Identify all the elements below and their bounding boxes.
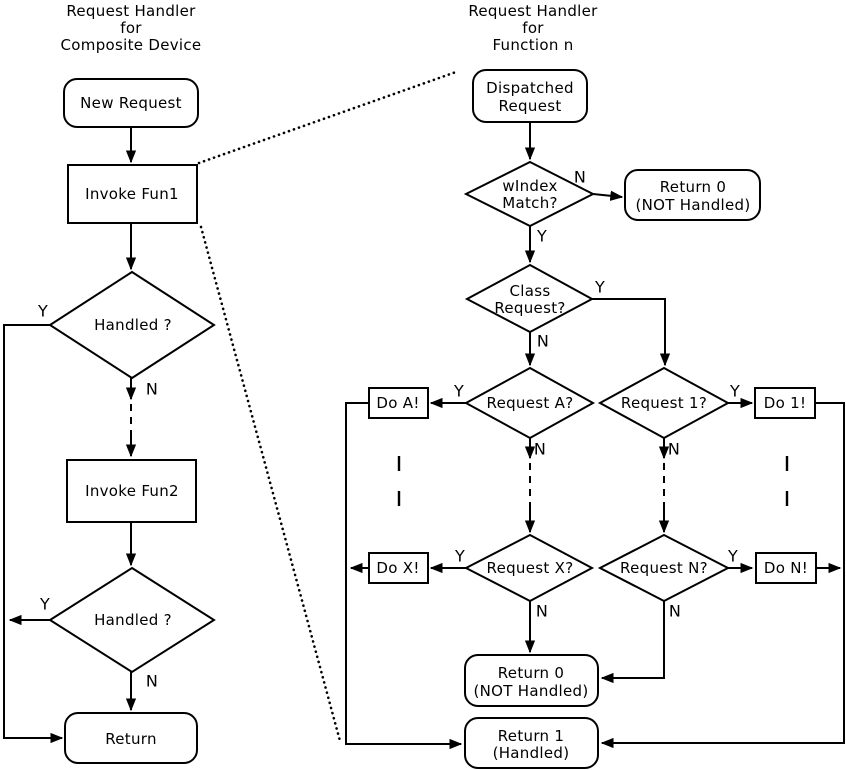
return0-top-node [624, 169, 761, 221]
left-title-line1: Request Handler [66, 2, 196, 20]
class-yes-label: Y [594, 278, 605, 297]
request-n-label: Request N? [620, 559, 708, 577]
request-a-no-label: N [534, 440, 546, 459]
right-title-line2: for [522, 19, 544, 37]
edge-class-yes-to-request1 [592, 298, 671, 367]
do-1-node [754, 387, 816, 419]
left-title-line3: Composite Device [61, 36, 202, 54]
windex-match-label-line1: wIndex [502, 177, 557, 195]
return0-bottom-label-line1: Return 0 [498, 664, 565, 682]
request-n-no-label: N [669, 602, 681, 621]
expansion-connectors [197, 70, 458, 743]
dotted-connector-bottom [199, 225, 342, 743]
return-label: Return [105, 730, 157, 748]
dispatched-request-label-line1: Dispatched [486, 79, 574, 97]
right-title-line1: Request Handler [468, 2, 598, 20]
return0-top-label-line2: (NOT Handled) [636, 196, 751, 214]
windex-no-label: N [574, 168, 586, 187]
invoke-fun2-label: Invoke Fun2 [85, 482, 179, 500]
edge-handled1-yes-to-return [3, 324, 64, 744]
return0-top-label-line1: Return 0 [660, 178, 727, 196]
edge-do1-to-return1 [600, 402, 845, 749]
request-x-label: Request X? [487, 559, 574, 577]
return1-node [464, 717, 599, 769]
function-n-flowchart: Request Handler for Function n Dispatche… [345, 2, 845, 769]
do-n-label: Do N! [764, 559, 808, 577]
handled1-yes-label: Y [37, 302, 48, 321]
request-n-yes-label: Y [727, 547, 738, 566]
request-1-no-label: N [668, 440, 680, 459]
do-a-label: Do A! [376, 394, 419, 412]
handled2-label: Handled ? [94, 611, 172, 629]
handled2-no-label: N [146, 672, 158, 691]
handled2-yes-label: Y [39, 595, 50, 614]
right-title-line3: Function n [492, 36, 573, 54]
do-n-node [755, 552, 817, 584]
windex-yes-label: Y [536, 227, 547, 246]
invoke-fun2-node [66, 459, 197, 523]
class-no-label: N [537, 332, 549, 351]
request-a-yes-label: Y [453, 382, 464, 401]
class-request-label-line1: Class [510, 282, 551, 300]
request-a-label: Request A? [487, 394, 574, 412]
return0-bottom-node [464, 654, 599, 707]
return1-label-line1: Return 1 [498, 727, 565, 745]
handled1-label: Handled ? [94, 316, 172, 334]
request-1-yes-label: Y [729, 382, 740, 401]
handled1-no-label: N [146, 380, 158, 399]
windex-match-label-line2: Match? [502, 194, 558, 212]
return0-bottom-label-line2: (NOT Handled) [474, 682, 589, 700]
request-x-yes-label: Y [454, 547, 465, 566]
request-x-no-label: N [536, 602, 548, 621]
request-1-label: Request 1? [621, 394, 707, 412]
return-node [64, 712, 198, 764]
new-request-label: New Request [80, 94, 182, 112]
edge-windex-no-to-return0 [592, 190, 624, 201]
do-x-node [368, 552, 429, 584]
left-title-line2: for [120, 19, 142, 37]
do-1-label: Do 1! [764, 394, 807, 412]
edge-doa-to-return1 [345, 402, 463, 750]
return1-label-line2: (Handled) [493, 744, 570, 762]
do-x-label: Do X! [376, 559, 419, 577]
edge-requestn-no-to-return0 [600, 601, 665, 684]
class-request-label-line2: Request? [494, 299, 565, 317]
dispatched-request-label-line2: Request [498, 97, 561, 115]
composite-device-flowchart: Request Handler for Composite Device New… [3, 2, 216, 764]
invoke-fun1-node [67, 164, 198, 224]
dotted-connector-top [197, 70, 458, 165]
invoke-fun1-label: Invoke Fun1 [85, 185, 179, 203]
